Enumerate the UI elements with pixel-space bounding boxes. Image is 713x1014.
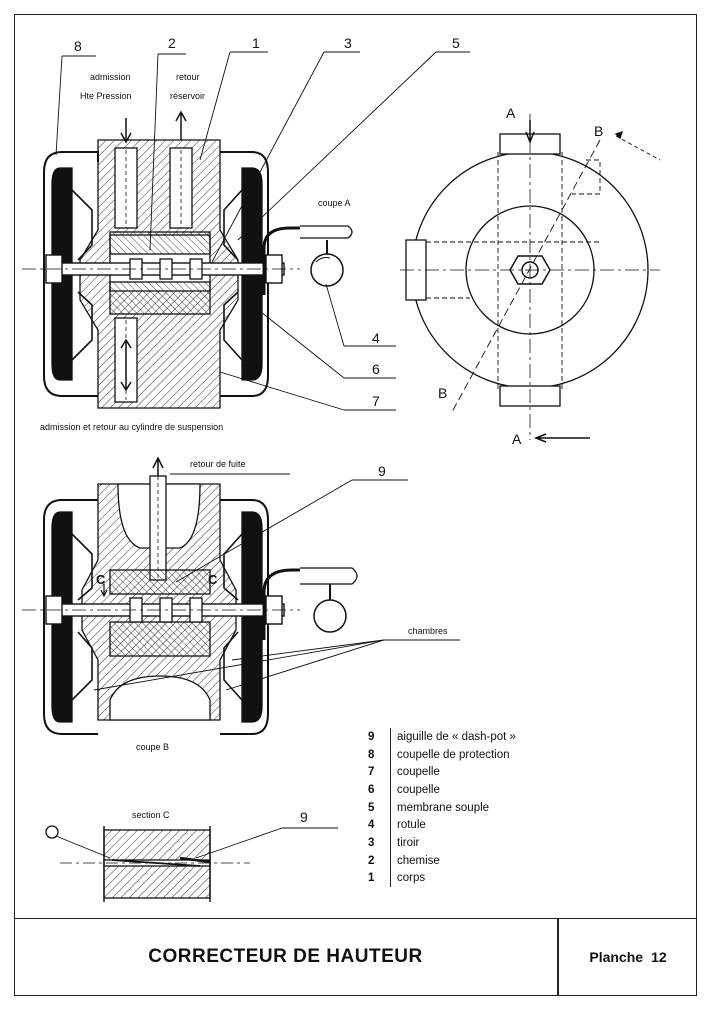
label-section-c: section C xyxy=(132,810,170,820)
legend-separator xyxy=(390,798,391,817)
callout-9-section-c: 9 xyxy=(300,809,308,825)
legend-row: 2 chemise xyxy=(364,851,564,870)
plate-label: Planche xyxy=(589,949,644,965)
end-view xyxy=(400,114,661,443)
callout-5: 5 xyxy=(452,35,460,51)
legend-text: coupelle de protection xyxy=(397,748,510,761)
legend-number: 1 xyxy=(368,872,375,885)
legend-text: tiroir xyxy=(397,836,420,849)
title-block-divider xyxy=(557,919,559,995)
legend-row: 1 corps xyxy=(364,869,564,888)
legend-row: 5 membrane souple xyxy=(364,798,564,817)
label-c-right: C xyxy=(208,572,218,587)
label-retour: retour xyxy=(176,72,200,82)
legend-number: 8 xyxy=(368,748,375,761)
legend-number: 4 xyxy=(368,819,375,832)
callout-7: 7 xyxy=(372,393,380,409)
callout-leaders-main xyxy=(55,51,470,411)
callout-6: 6 xyxy=(372,361,380,377)
legend-separator xyxy=(390,781,391,799)
label-c-left: C xyxy=(96,572,106,587)
legend-number: 3 xyxy=(368,836,375,849)
legend-row: 3 tiroir xyxy=(364,834,564,852)
legend-separator xyxy=(390,763,391,782)
label-chambres: chambres xyxy=(408,626,448,636)
label-high-pressure: Hte Pression xyxy=(80,91,132,101)
plate-value: 12 xyxy=(651,949,667,965)
callout-8: 8 xyxy=(74,38,82,54)
legend-number: 5 xyxy=(368,801,375,814)
label-coupe-a: coupe A xyxy=(318,198,351,208)
label-a-top: A xyxy=(506,105,516,121)
legend-separator xyxy=(390,745,391,764)
legend-number: 2 xyxy=(368,854,375,867)
legend-row: 7 coupelle xyxy=(364,763,564,782)
legend-separator xyxy=(390,869,391,888)
legend-text: rotule xyxy=(397,819,426,832)
label-reservoir: réservoir xyxy=(170,91,205,101)
label-b-top: B xyxy=(594,123,603,139)
callout-9-section-b: 9 xyxy=(378,463,386,479)
drawing-title: CORRECTEUR DE HAUTEUR xyxy=(148,946,423,967)
label-admission: admission xyxy=(90,72,131,82)
label-coupe-b: coupe B xyxy=(136,742,169,752)
callout-2: 2 xyxy=(168,35,176,51)
legend-text: aiguille de « dash-pot » xyxy=(397,730,516,743)
label-a-bottom: A xyxy=(512,431,522,447)
legend-row: 9 aiguille de « dash-pot » xyxy=(364,728,564,746)
legend-number: 7 xyxy=(368,766,375,779)
callout-1: 1 xyxy=(252,35,260,51)
legend-number: 9 xyxy=(368,730,375,743)
legend-text: coupelle xyxy=(397,783,440,796)
technical-drawing: 8 2 1 3 5 4 6 7 9 9 admission Hte Pressi… xyxy=(22,35,661,902)
legend-row: 8 coupelle de protection xyxy=(364,745,564,764)
legend-number: 6 xyxy=(368,783,375,796)
legend-row: 4 rotule xyxy=(364,816,564,835)
legend-separator xyxy=(390,851,391,870)
callout-4: 4 xyxy=(372,330,380,346)
callout-leaders-section-b xyxy=(93,473,460,691)
plate-number: Planche 12 xyxy=(559,919,697,995)
main-section-view xyxy=(22,110,353,409)
legend-text: coupelle xyxy=(397,766,440,779)
legend-text: corps xyxy=(397,872,426,885)
label-retour-fuite: retour de fuite xyxy=(190,459,246,469)
section-b-view xyxy=(22,456,358,735)
legend-separator xyxy=(390,816,391,835)
label-b-bottom: B xyxy=(438,385,447,401)
parts-legend: 9 aiguille de « dash-pot » 8 coupelle de pr… xyxy=(364,728,564,888)
legend-row: 6 coupelle xyxy=(364,781,564,799)
legend-separator xyxy=(390,834,391,852)
label-admission-retour: admission et retour au cylindre de suspe… xyxy=(40,422,223,432)
legend-text: chemise xyxy=(397,854,440,867)
callout-3: 3 xyxy=(344,35,352,51)
section-c-view xyxy=(45,825,338,902)
diagram-labels: 8 2 1 3 5 4 6 7 9 9 admission Hte Pressi… xyxy=(40,35,603,825)
title-block: CORRECTEUR DE HAUTEUR Planche 12 xyxy=(14,918,697,996)
legend-text: membrane souple xyxy=(397,801,490,814)
legend-separator xyxy=(390,728,391,746)
